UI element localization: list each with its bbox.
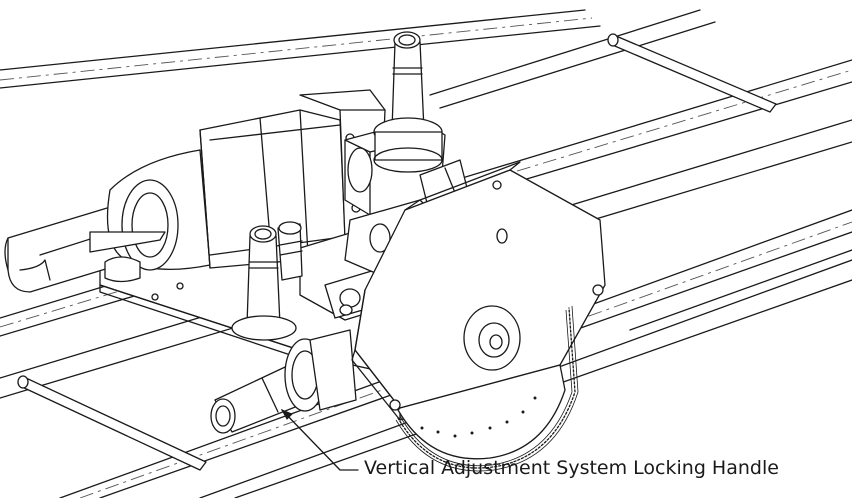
rail-rungs <box>17 33 777 471</box>
blade-guard <box>351 161 606 421</box>
lower-vertical-handle <box>231 221 303 341</box>
locking-handle <box>210 329 357 434</box>
upper-handle <box>373 31 443 173</box>
callout-label: Vertical Adjustment System Locking Handl… <box>364 457 779 479</box>
callout-leader <box>280 409 359 471</box>
saw-blade <box>395 305 579 472</box>
